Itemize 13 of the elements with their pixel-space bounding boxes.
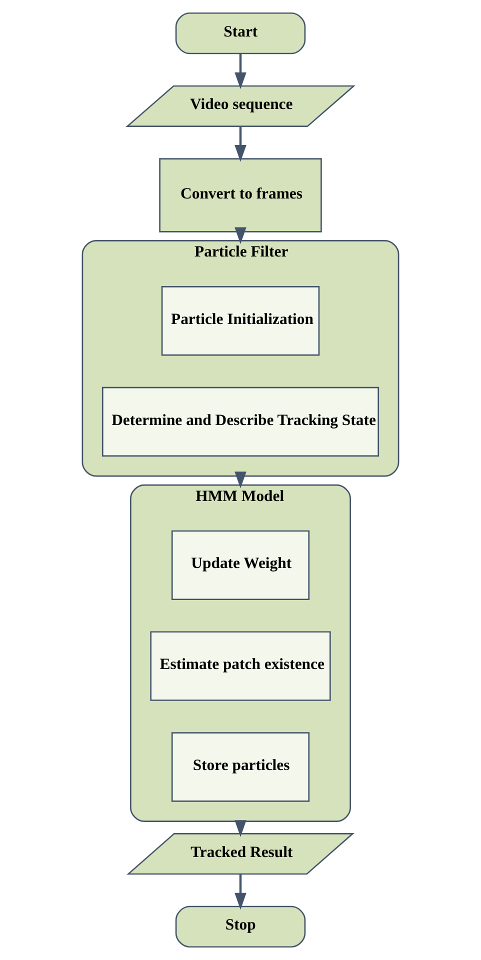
node-box: Determine and Describe Tracking State	[102, 386, 380, 457]
arrow	[234, 472, 246, 488]
arrow	[234, 820, 246, 838]
arrow	[234, 874, 246, 910]
arrow	[234, 227, 246, 244]
arrow	[234, 54, 246, 90]
node-box: Particle Initialization	[161, 286, 320, 356]
arrow	[234, 126, 246, 162]
node-box: Update Weight	[171, 530, 310, 600]
node-box: Estimate patch existence	[150, 631, 331, 701]
node-box: Start	[175, 12, 306, 54]
node-box: Store particles	[171, 732, 310, 802]
node-box: Stop	[175, 906, 306, 948]
